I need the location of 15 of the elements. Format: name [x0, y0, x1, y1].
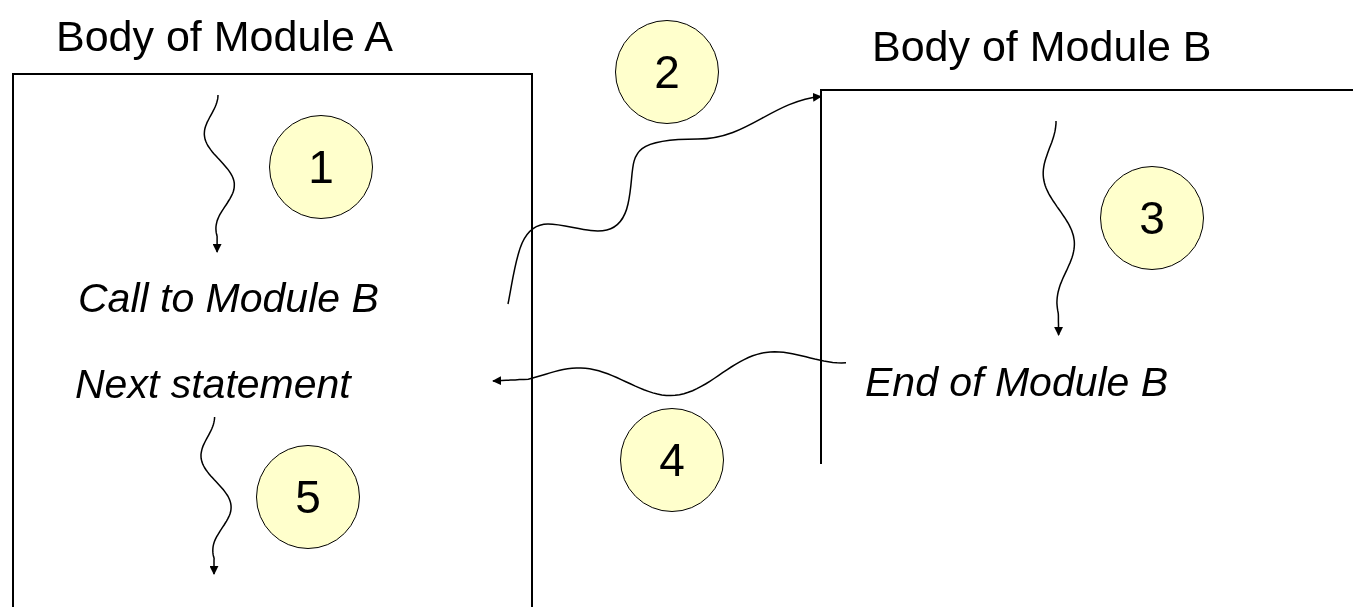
wavy-arrow [1042, 120, 1076, 336]
wavy-arrow [492, 351, 847, 397]
wavy-arrow [507, 93, 822, 305]
statement-text: Call to Module B [76, 251, 510, 325]
wavy-arrow [203, 94, 236, 253]
step-number-circle: 1 [269, 115, 373, 219]
statement-text: Next statement [72, 358, 495, 418]
module-title: Body of Module A [56, 11, 394, 61]
wavy-arrow [200, 416, 232, 575]
step-number-circle: 3 [1100, 166, 1204, 270]
module-title: Body of Module B [872, 21, 1212, 71]
statement-text: End of Module B [845, 334, 1325, 406]
step-number-circle: 2 [615, 20, 719, 124]
step-number-circle: 4 [620, 408, 724, 512]
step-number-circle: 5 [256, 445, 360, 549]
